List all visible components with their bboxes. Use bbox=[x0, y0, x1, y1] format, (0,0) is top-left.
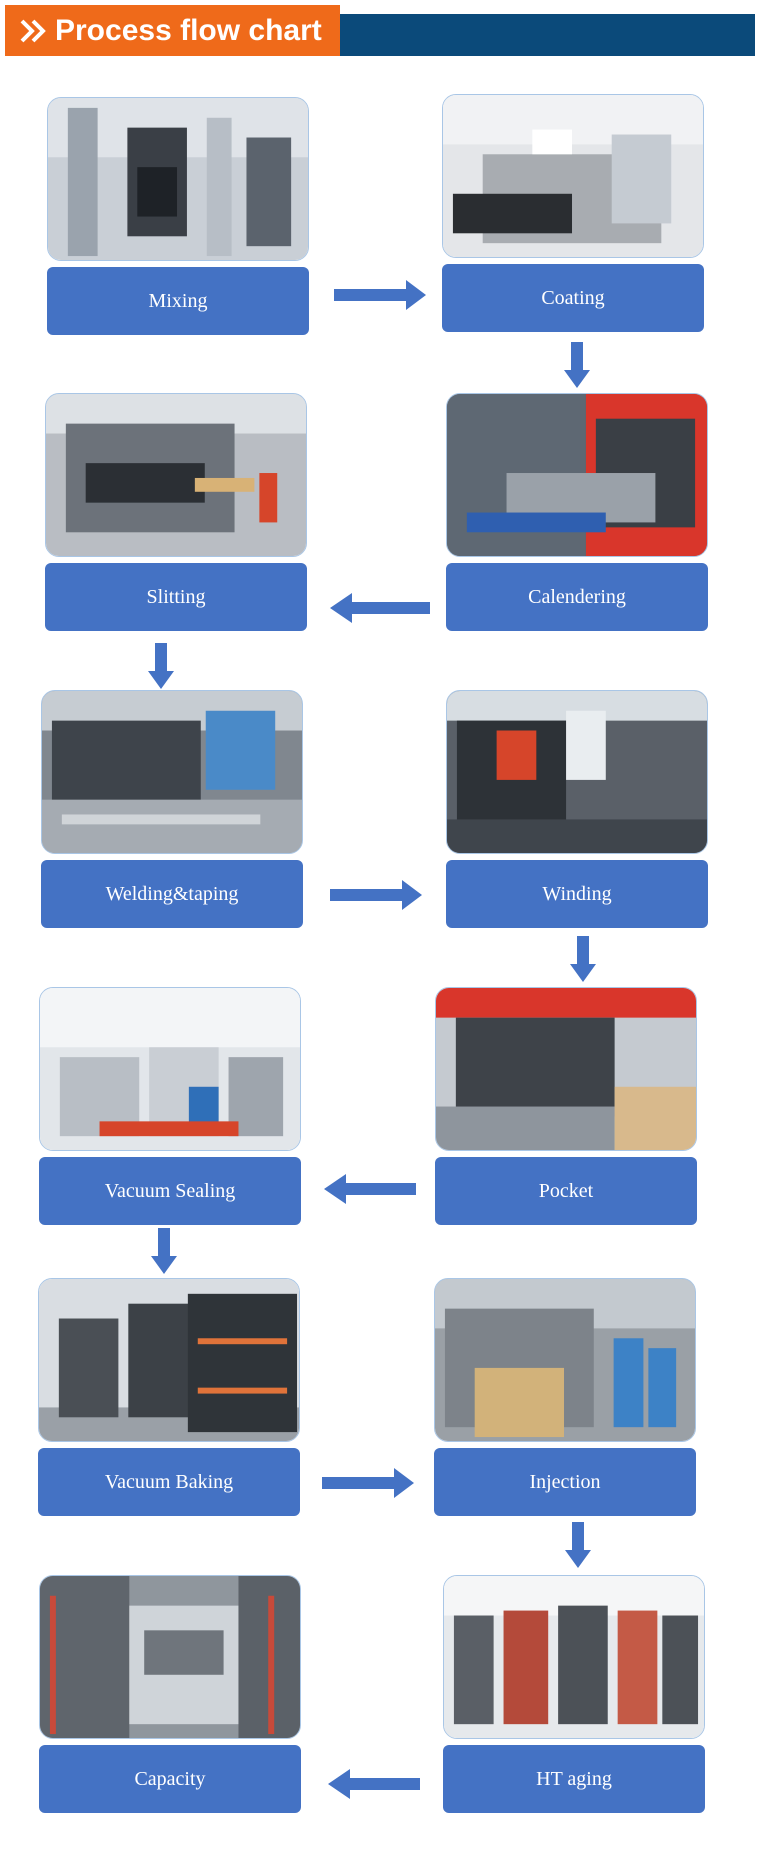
photo-vacuum-sealing bbox=[39, 987, 301, 1151]
photo-mixing bbox=[47, 97, 309, 261]
arrow-right bbox=[322, 1468, 414, 1498]
arrow-left bbox=[328, 1769, 420, 1799]
photo-coating bbox=[442, 94, 704, 258]
step-label: Vacuum Sealing bbox=[39, 1157, 301, 1225]
arrow-down bbox=[148, 643, 174, 689]
photo-welding-taping bbox=[41, 690, 303, 854]
step-label: Welding&taping bbox=[41, 860, 303, 928]
arrow-down bbox=[151, 1228, 177, 1274]
step-label: Pocket bbox=[435, 1157, 697, 1225]
arrow-left bbox=[330, 593, 430, 623]
photo-capacity bbox=[39, 1575, 301, 1739]
step-label: HT aging bbox=[443, 1745, 705, 1813]
step-label: Injection bbox=[434, 1448, 696, 1516]
header: Process flow chart bbox=[5, 5, 755, 56]
step-label: Mixing bbox=[47, 267, 309, 335]
arrow-left bbox=[324, 1174, 416, 1204]
step-label: Winding bbox=[446, 860, 708, 928]
header-tab: Process flow chart bbox=[5, 5, 340, 56]
photo-pocket bbox=[435, 987, 697, 1151]
page-title: Process flow chart bbox=[55, 14, 322, 47]
photo-winding bbox=[446, 690, 708, 854]
step-label: Vacuum Baking bbox=[38, 1448, 300, 1516]
photo-injection bbox=[434, 1278, 696, 1442]
arrow-down bbox=[565, 1522, 591, 1568]
photo-slitting bbox=[45, 393, 307, 557]
arrow-down bbox=[564, 342, 590, 388]
arrow-right bbox=[330, 880, 422, 910]
step-label: Slitting bbox=[45, 563, 307, 631]
step-label: Calendering bbox=[446, 563, 708, 631]
double-chevron-icon bbox=[20, 19, 46, 43]
photo-calendering bbox=[446, 393, 708, 557]
step-label: Capacity bbox=[39, 1745, 301, 1813]
step-label: Coating bbox=[442, 264, 704, 332]
photo-vacuum-baking bbox=[38, 1278, 300, 1442]
arrow-down bbox=[570, 936, 596, 982]
photo-ht-aging bbox=[443, 1575, 705, 1739]
arrow-right bbox=[334, 280, 426, 310]
